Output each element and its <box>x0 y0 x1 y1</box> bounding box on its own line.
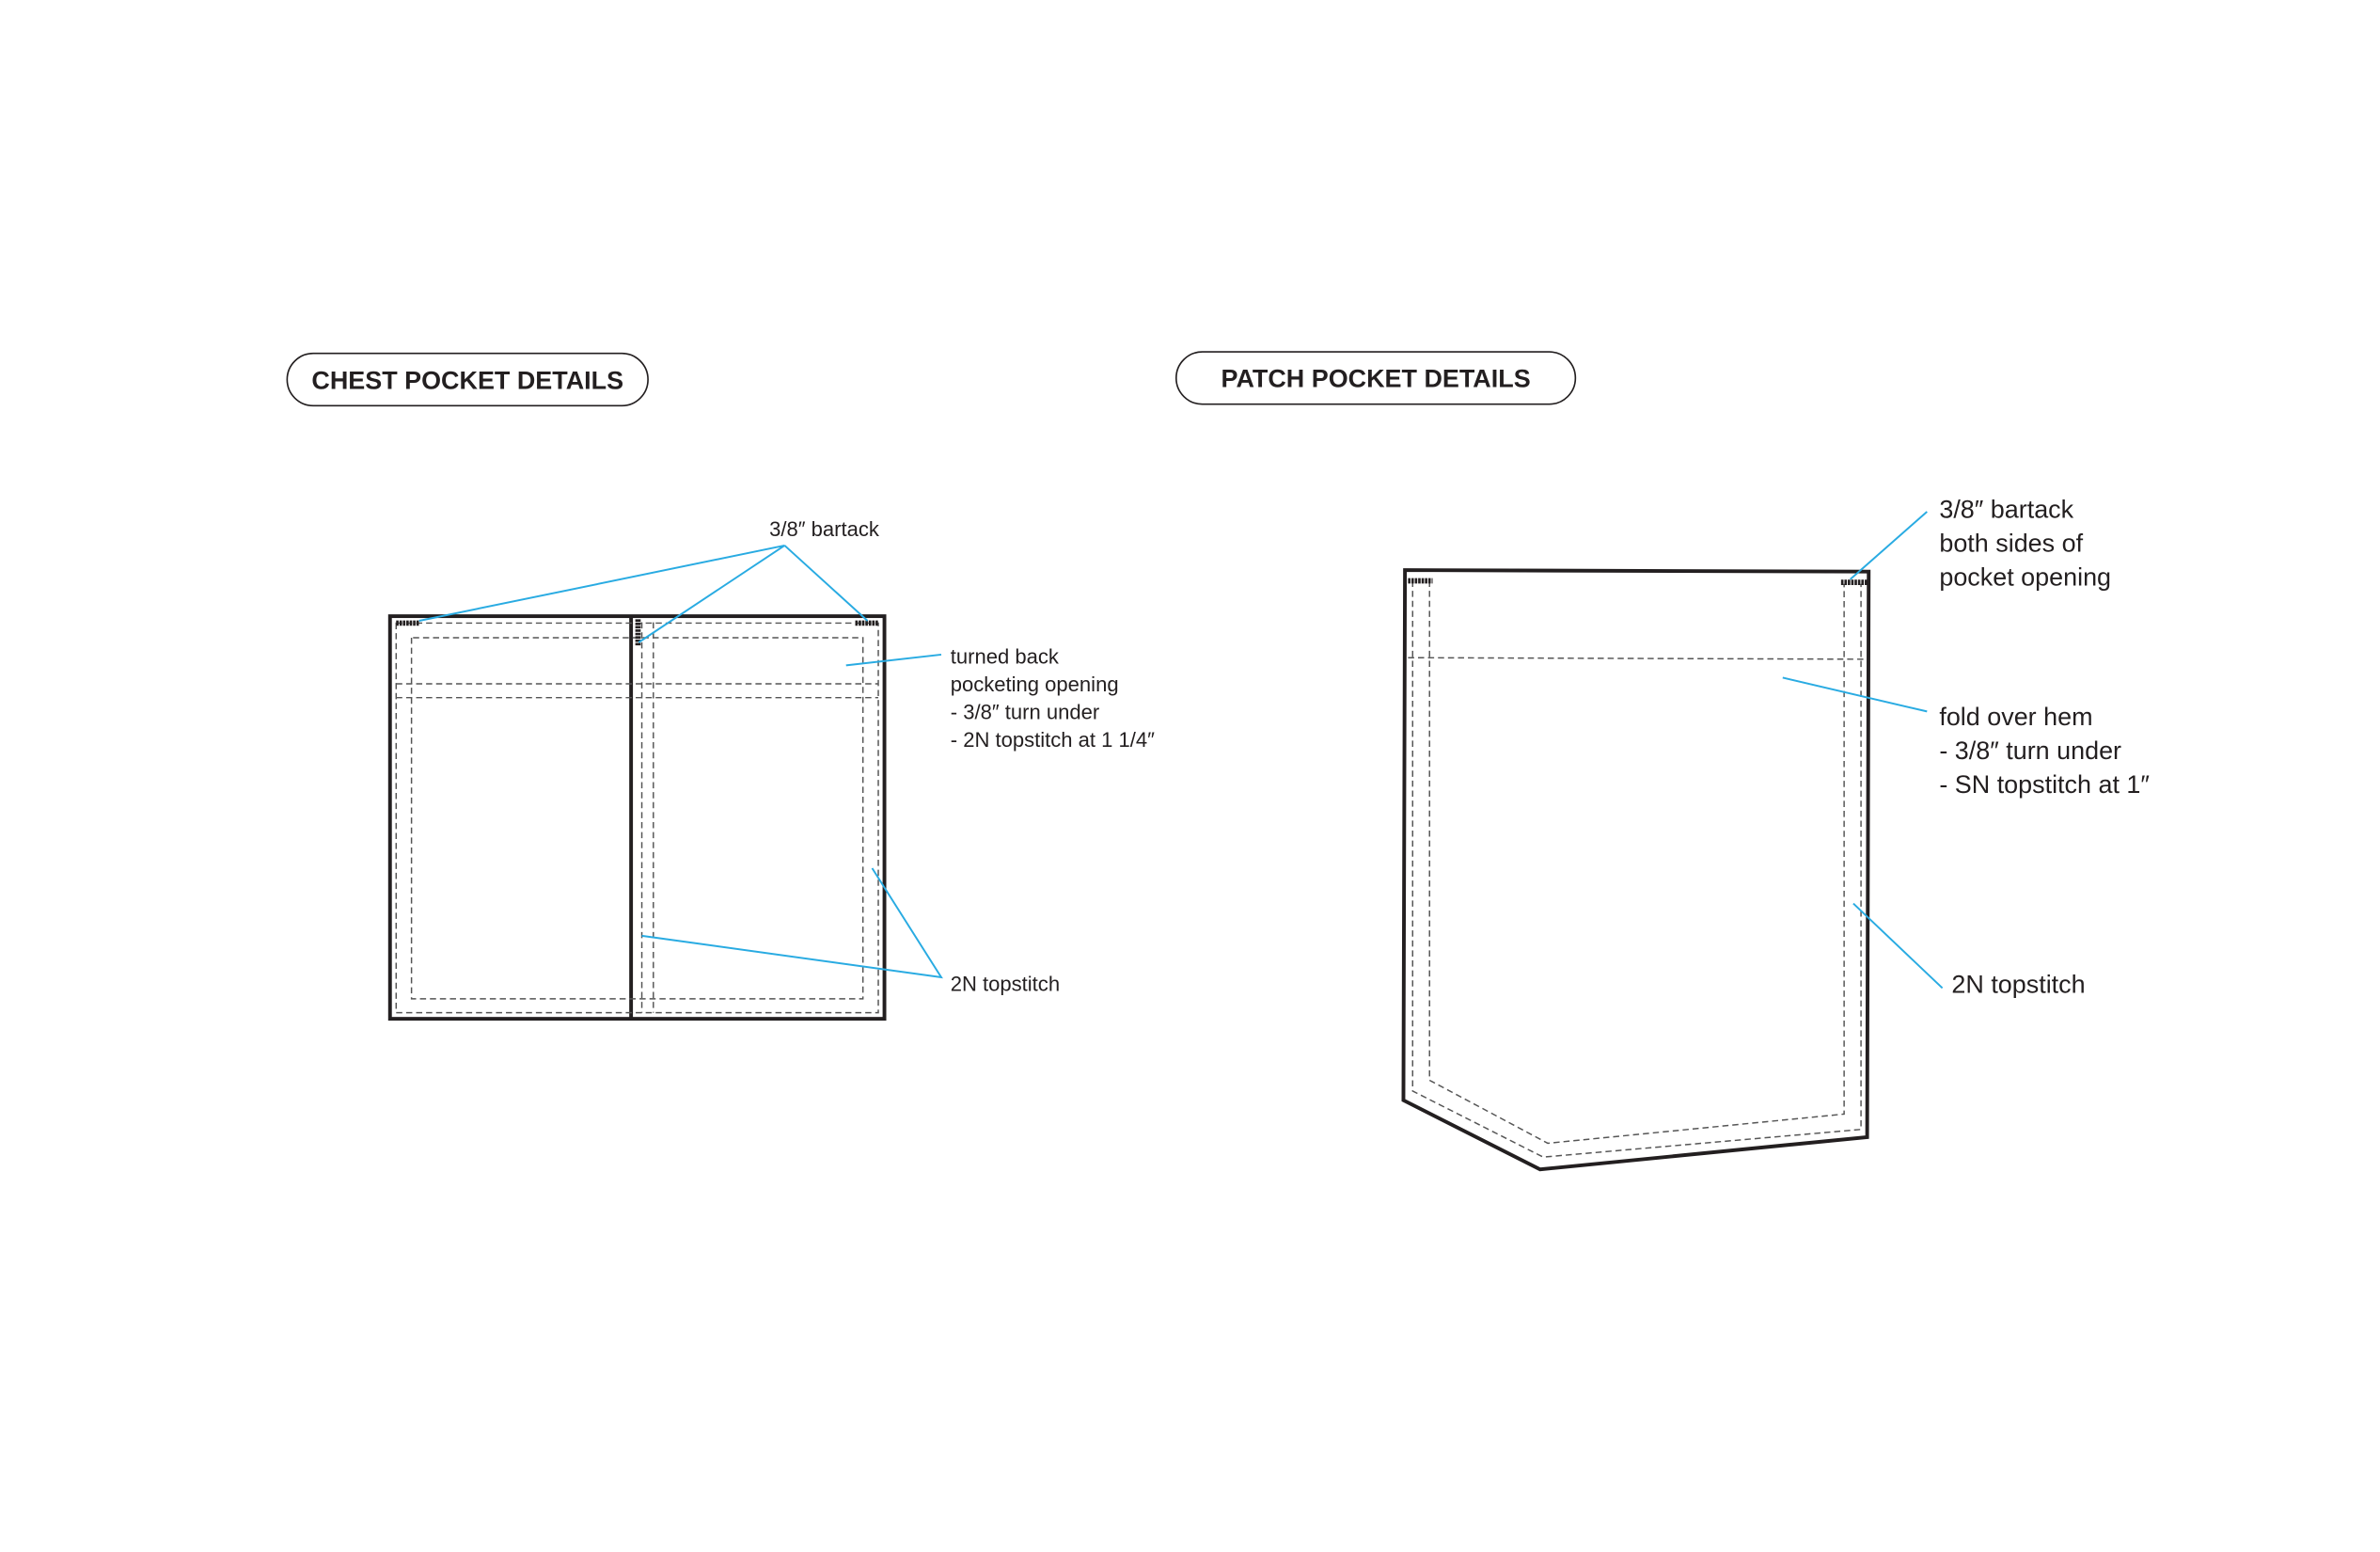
chest-inner-topstitch <box>410 637 864 1000</box>
patch-labels: 3/8″ bartack both sides of pocket openin… <box>1939 496 2150 999</box>
chest-leaders <box>418 544 943 979</box>
patch-topstitch-label: 2N topstitch <box>1951 970 2085 998</box>
chest-bartack-leader-b <box>783 545 869 622</box>
patch-pocket-drawing <box>1401 568 1871 1172</box>
patch-outer-topstitch <box>1411 580 1862 1158</box>
patch-topstitch-leader <box>1852 902 1944 990</box>
chest-opening-label-1: turned back <box>951 645 1060 669</box>
chest-opening-label-2: pocketing opening <box>951 673 1119 696</box>
patch-bartack-leader <box>1850 511 1928 580</box>
chest-opening-leader <box>845 653 942 667</box>
patch-bartack-label-3: pocket opening <box>1939 562 2111 591</box>
chest-outer-topstitch <box>395 622 879 1014</box>
chest-topstitch-leader <box>641 867 943 979</box>
chest-header-pill <box>286 352 649 407</box>
patch-leaders <box>1782 511 1944 990</box>
chest-bartack-label: 3/8″ bartack <box>769 517 880 541</box>
chest-topstitch-label: 2N topstitch <box>951 973 1060 996</box>
chest-opening-label-4: - 2N topstitch at 1 1/4″ <box>951 728 1155 752</box>
chest-header-title: CHEST POCKET DETAILS <box>311 366 623 394</box>
patch-bartack-label-2: both sides of <box>1939 529 2083 557</box>
patch-hem-label-3: - SN topstitch at 1″ <box>1939 770 2150 799</box>
chest-opening-label-3: - 3/8″ turn under <box>951 701 1099 724</box>
chest-pocket-drawing <box>387 614 887 1021</box>
chest-labels: 3/8″ bartack turned back pocketing openi… <box>769 517 1155 996</box>
patch-hem-stitch <box>1408 657 1866 660</box>
patch-hem-label-1: fold over hem <box>1939 703 2092 731</box>
patch-bartack-label-1: 3/8″ bartack <box>1939 496 2073 524</box>
patch-hem-label-2: - 3/8″ turn under <box>1939 736 2121 765</box>
chest-bartack-leader-a <box>418 544 785 643</box>
patch-inner-topstitch <box>1428 580 1845 1145</box>
patch-pocket-header: PATCH POCKET DETAILS <box>1174 351 1577 405</box>
patch-pocket-outline <box>1401 568 1871 1172</box>
patch-header-pill <box>1174 351 1577 405</box>
chest-pocket-outline <box>387 614 887 1021</box>
patch-hem-leader <box>1782 676 1928 713</box>
chest-pocket-header: CHEST POCKET DETAILS <box>286 352 649 407</box>
patch-header-title: PATCH POCKET DETAILS <box>1222 365 1531 393</box>
